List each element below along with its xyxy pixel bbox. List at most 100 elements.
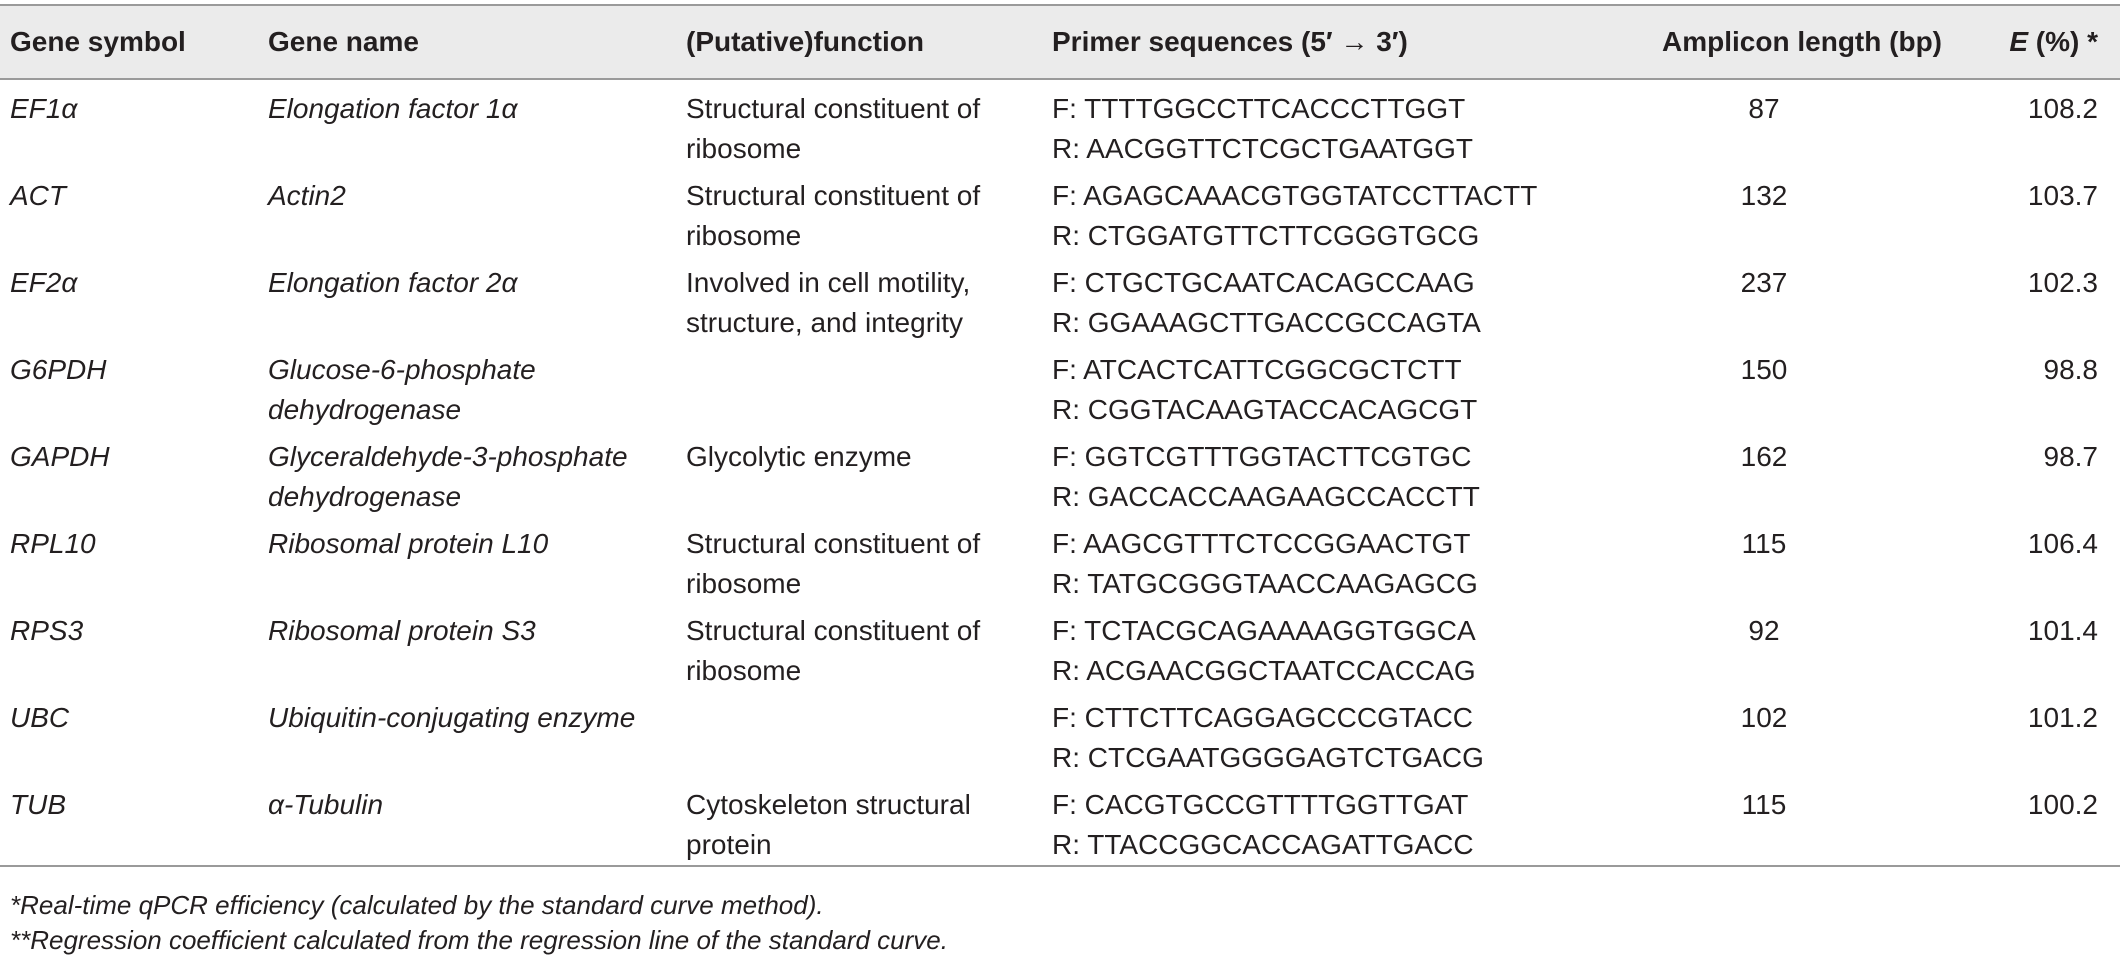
reference-gene-table: Gene symbol Gene name (Putative)function…	[0, 4, 2120, 867]
forward-primer: F: AGAGCAAACGTGGTATCCTTACTT	[1052, 180, 1538, 211]
function-line-1: Cytoskeleton structural	[686, 789, 971, 820]
gene-symbol: RPS3	[10, 615, 84, 646]
function-cell: Structural constituent of ribosome	[686, 604, 1052, 691]
efficiency-cell: 106.4	[2027, 528, 2098, 559]
gene-name-line-2: dehydrogenase	[268, 394, 462, 425]
efficiency-cell: 101.2	[2027, 702, 2098, 733]
table-body: EF1α Elongation factor 1α Structural const…	[0, 79, 2120, 866]
gene-name-cell: Ribosomal protein S3	[268, 604, 686, 691]
efficiency-cell: 98.8	[2043, 354, 2099, 385]
gene-name-cell: α-Tubulin	[268, 778, 686, 866]
function-line-1: Structural constituent of	[686, 615, 981, 646]
header-efficiency: E (%) *	[1978, 5, 2120, 79]
amplicon-length-cell: 87	[1748, 93, 1780, 124]
header-primer-sequences: Primer sequences (5′ → 3′)	[1052, 26, 1408, 57]
gene-symbol: ACT	[10, 180, 66, 211]
header-gene-symbol: Gene symbol	[10, 26, 186, 57]
efficiency-symbol: E	[2009, 26, 2028, 57]
function-line-1: Involved in cell motility,	[686, 267, 971, 298]
primer-cell: F: ATCACTCATTCGGCGCTCTT R: CGGTACAAGTACCA…	[1052, 343, 1550, 430]
reverse-primer: R: ACGAACGGCTAATCCACCAG	[1052, 655, 1476, 686]
gene-name-line-1: Elongation factor 1α	[268, 93, 518, 124]
gene-symbol-cell: G6PDH	[0, 343, 268, 430]
forward-primer: F: AAGCGTTTCTCCGGAACTGT	[1052, 528, 1471, 559]
reverse-primer: R: GACCACCAAGAAGCCACCTT	[1052, 481, 1480, 512]
function-line-1: Structural constituent of	[686, 180, 981, 211]
function-cell: Glycolytic enzyme	[686, 430, 1052, 517]
gene-name-cell: Elongation factor 2α	[268, 256, 686, 343]
header-row: Gene symbol Gene name (Putative)function…	[0, 5, 2120, 79]
gene-name-cell: Glucose-6-phosphate dehydrogenase	[268, 343, 686, 430]
primer-cell: F: TTTTGGCCTTCACCCTTGGT R: AACGGTTCTCGCTG…	[1052, 79, 1550, 169]
header-gene-name: Gene name	[268, 26, 419, 57]
efficiency-cell: 101.4	[2027, 615, 2098, 646]
gene-symbol-cell: TUB	[0, 778, 268, 866]
header-amplicon-length: Amplicon length (bp)	[1662, 26, 1942, 57]
amplicon-length-cell: 162	[1740, 441, 1788, 472]
gene-name-cell: Ribosomal protein L10	[268, 517, 686, 604]
reference-gene-table-container: Gene symbol Gene name (Putative)function…	[0, 4, 2120, 867]
gene-symbol-cell: RPL10	[0, 517, 268, 604]
reverse-primer: R: AACGGTTCTCGCTGAATGGT	[1052, 133, 1474, 164]
gene-name-line-1: Actin2	[268, 180, 346, 211]
amplicon-length-cell: 115	[1741, 789, 1787, 820]
amplicon-length-cell: 132	[1740, 180, 1788, 211]
gene-symbol: TUB	[10, 789, 66, 820]
efficiency-cell: 108.2	[2027, 93, 2098, 124]
efficiency-cell: 100.2	[2027, 789, 2098, 820]
gene-name-cell: Ubiquitin-conjugating enzyme	[268, 691, 686, 778]
gene-symbol-cell: UBC	[0, 691, 268, 778]
reverse-primer: R: TTACCGGCACCAGATTGACC	[1052, 829, 1474, 860]
footnotes: *Real-time qPCR efficiency (calculated b…	[10, 888, 948, 958]
reverse-primer: R: CGGTACAAGTACCACAGCGT	[1052, 394, 1478, 425]
gene-symbol-cell: RPS3	[0, 604, 268, 691]
function-cell: Involved in cell motility,structure, and…	[686, 256, 1052, 343]
function-line-2: ribosome	[686, 220, 802, 251]
amplicon-length-cell: 102	[1740, 702, 1788, 733]
table-row: UBC Ubiquitin-conjugating enzyme F: CTTCTT…	[0, 691, 2120, 778]
forward-primer: F: TTTTGGCCTTCACCCTTGGT	[1052, 93, 1466, 124]
gene-symbol: UBC	[10, 702, 70, 733]
reverse-primer: R: CTGGATGTTCTTCGGGTGCG	[1052, 220, 1480, 251]
reverse-primer: R: TATGCGGGTAACCAAGAGCG	[1052, 568, 1478, 599]
efficiency-cell: 102.3	[2027, 267, 2098, 298]
efficiency-cell: 103.7	[2027, 180, 2098, 211]
forward-primer: F: TCTACGCAGAAAAGGTGGCA	[1052, 615, 1476, 646]
function-line-2: ribosome	[686, 133, 802, 164]
table-header: Gene symbol Gene name (Putative)function…	[0, 5, 2120, 79]
gene-symbol: EF2α	[10, 267, 78, 298]
gene-name-cell: Actin2	[268, 169, 686, 256]
gene-symbol: EF1α	[10, 93, 78, 124]
gene-name-line-1: α-Tubulin	[268, 789, 384, 820]
forward-primer: F: ATCACTCATTCGGCGCTCTT	[1052, 354, 1462, 385]
gene-symbol-cell: ACT	[0, 169, 268, 256]
function-line-1: Structural constituent of	[686, 528, 981, 559]
primer-cell: F: AGAGCAAACGTGGTATCCTTACTT R: CTGGATGTTC…	[1052, 169, 1550, 256]
gene-symbol-cell: EF1α	[0, 79, 268, 169]
function-line-2: ribosome	[686, 655, 802, 686]
forward-primer: F: CTGCTGCAATCACAGCCAAG	[1052, 267, 1475, 298]
function-cell: Structural constituent of ribosome	[686, 169, 1052, 256]
function-cell	[686, 343, 1052, 430]
footnote-regression: **Regression coefficient calculated from…	[10, 925, 948, 955]
function-cell	[686, 691, 1052, 778]
gene-symbol: RPL10	[10, 528, 96, 559]
gene-symbol-cell: EF2α	[0, 256, 268, 343]
table-row: ACT Actin2 Structural constituent of riboso…	[0, 169, 2120, 256]
efficiency-cell: 98.7	[2043, 441, 2099, 472]
gene-name-line-1: Glucose-6-phosphate	[268, 354, 536, 385]
amplicon-length-cell: 150	[1740, 354, 1788, 385]
gene-name-line-2: dehydrogenase	[268, 481, 462, 512]
